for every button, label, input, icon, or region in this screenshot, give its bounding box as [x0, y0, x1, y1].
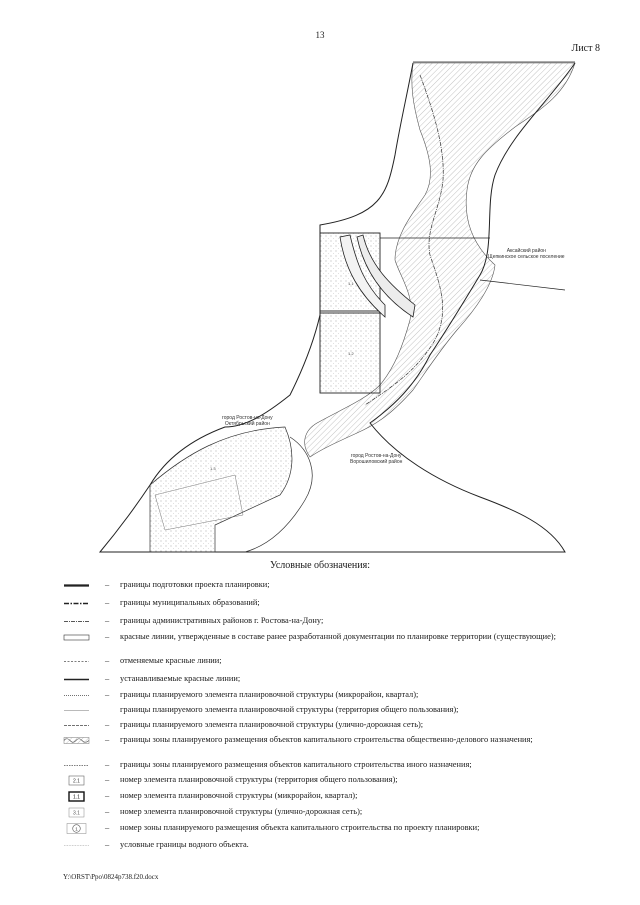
road-network-boundary-symbol — [63, 720, 90, 731]
legend-text: границы планируемого элемента планировоч… — [120, 720, 424, 729]
page-number: 13 — [315, 30, 325, 40]
legend-text: границы административных районов г. Рост… — [120, 616, 324, 625]
aksai-district-label: Аксайский район Щепкинское сельское посе… — [488, 248, 565, 260]
road-parcel-curve-2 — [356, 234, 416, 318]
business-zone-boundary-symbol — [63, 735, 90, 746]
legend-dash: – — [105, 807, 110, 816]
lower-inner-outline — [154, 474, 244, 531]
october-district-name: Октябрьский район — [224, 421, 270, 427]
legend-text: отменяемые красные линии; — [120, 656, 222, 665]
lower-parcel-tag: 1.3 — [210, 466, 216, 471]
sheet-label: Лист 8 — [571, 43, 600, 54]
legend-text: границы муниципальных образований; — [120, 598, 260, 607]
voroshilov-district-label: город Ростов-на-Дону Ворошиловский район — [350, 453, 402, 465]
legend-dash: – — [105, 656, 110, 665]
legend-text: устанавливаемые красные линии; — [120, 674, 241, 683]
legend-dash: – — [105, 598, 110, 607]
legend-text: номер элемента планировочной структуры (… — [120, 807, 363, 816]
legend-dash: – — [105, 580, 110, 589]
other-zone-boundary-symbol — [63, 760, 90, 771]
legend-text: границы планируемого элемента планировоч… — [120, 705, 459, 714]
aksai-settlement-name: Щепкинское сельское поселение — [488, 254, 565, 260]
road-line-aksai — [479, 279, 566, 291]
voroshilov-district-name: Ворошиловский район — [350, 459, 403, 465]
legend-dash: – — [105, 616, 110, 625]
legend-title: Условные обозначения: — [269, 560, 370, 571]
legend-dash: – — [105, 760, 110, 769]
legend-dash: – — [105, 823, 110, 832]
legend-dash: – — [105, 840, 110, 849]
public-territory-boundary-symbol — [63, 705, 90, 716]
legend-text: условные границы водного объекта. — [120, 840, 249, 849]
legend-dash: – — [105, 690, 110, 699]
legend-dash: – — [105, 775, 110, 784]
legend-dash: – — [105, 632, 110, 641]
public-territory-number-symbol: 2.1 — [63, 775, 90, 786]
svg-text:2.1: 2.1 — [73, 779, 80, 785]
legend-dash: – — [105, 791, 110, 800]
svg-text:1: 1 — [75, 826, 78, 831]
microdistrict-number-symbol: 1.1 — [63, 791, 90, 802]
legend-text: границы зоны планируемого размещения объ… — [120, 735, 533, 744]
block-1-tag: 1.1 — [348, 281, 354, 286]
voroshilov-city-name: город Ростов-на-Дону — [350, 453, 402, 459]
established-red-lines-symbol — [63, 674, 90, 685]
october-district-label: город Ростов-на-Дону Октябрьский район — [222, 415, 273, 427]
lower-parcel — [149, 426, 293, 553]
legend-dash: – — [105, 720, 110, 729]
footer-file-path: Y:\ORST\Ppo\0824p738.f20.docx — [63, 873, 159, 881]
project-boundary-symbol — [63, 580, 90, 591]
svg-text:1.1: 1.1 — [73, 795, 80, 801]
approved-red-lines-symbol — [63, 632, 90, 643]
legend-text: номер элемента планировочной структуры (… — [120, 791, 358, 800]
legend-text: красные линии, утвержденные в составе ра… — [120, 632, 556, 641]
svg-text:3.1: 3.1 — [73, 811, 80, 817]
legend-dash: – — [105, 735, 110, 744]
district-boundary-symbol — [63, 616, 90, 627]
legend-text: границы планируемого элемента планировоч… — [120, 690, 419, 699]
cancelled-red-lines-symbol — [63, 656, 90, 667]
legend-text: номер элемента планировочной структуры (… — [120, 775, 398, 784]
october-city-name: город Ростов-на-Дону — [222, 415, 273, 421]
project-boundary-line — [98, 62, 576, 553]
map-drawing: 1.1 1.2 1.3 — [98, 61, 576, 553]
road-parcel-curve — [339, 234, 386, 318]
legend-text: границы зоны планируемого размещения объ… — [120, 760, 472, 769]
road-network-number-symbol: 3.1 — [63, 807, 90, 818]
microdistrict-block-2 — [319, 312, 381, 394]
aksai-district-name: Аксайский район — [506, 248, 546, 254]
legend-text: номер зоны планируемого размещения объек… — [120, 823, 480, 832]
legend-dash: – — [105, 674, 110, 683]
microdistrict-boundary-symbol — [63, 690, 90, 701]
municipal-boundary-line — [364, 74, 444, 406]
lower-road-edge — [244, 436, 313, 553]
water-object-area — [304, 62, 576, 458]
water-boundary-symbol — [63, 840, 90, 851]
municipal-boundary-symbol — [63, 598, 90, 609]
legend-text: границы подготовки проекта планировки; — [120, 580, 270, 589]
block-2-tag: 1.2 — [348, 351, 354, 356]
zone-number-symbol: 1 — [63, 823, 90, 834]
planning-map: 1.1 1.2 1.3 Аксайский район Щепкинское с… — [95, 55, 595, 560]
